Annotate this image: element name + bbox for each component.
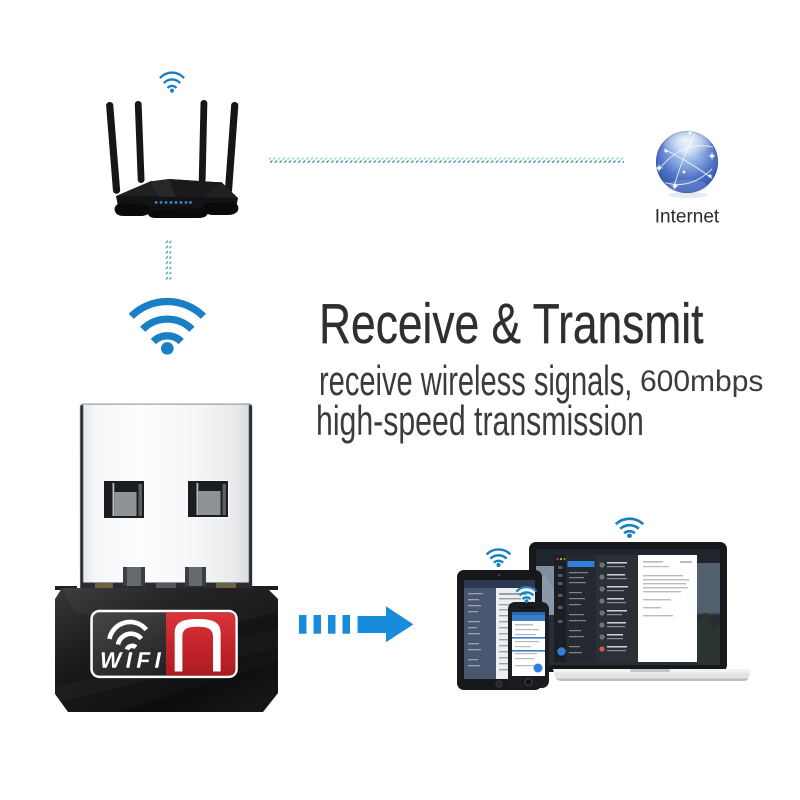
svg-text:Internet: Internet <box>655 207 720 228</box>
